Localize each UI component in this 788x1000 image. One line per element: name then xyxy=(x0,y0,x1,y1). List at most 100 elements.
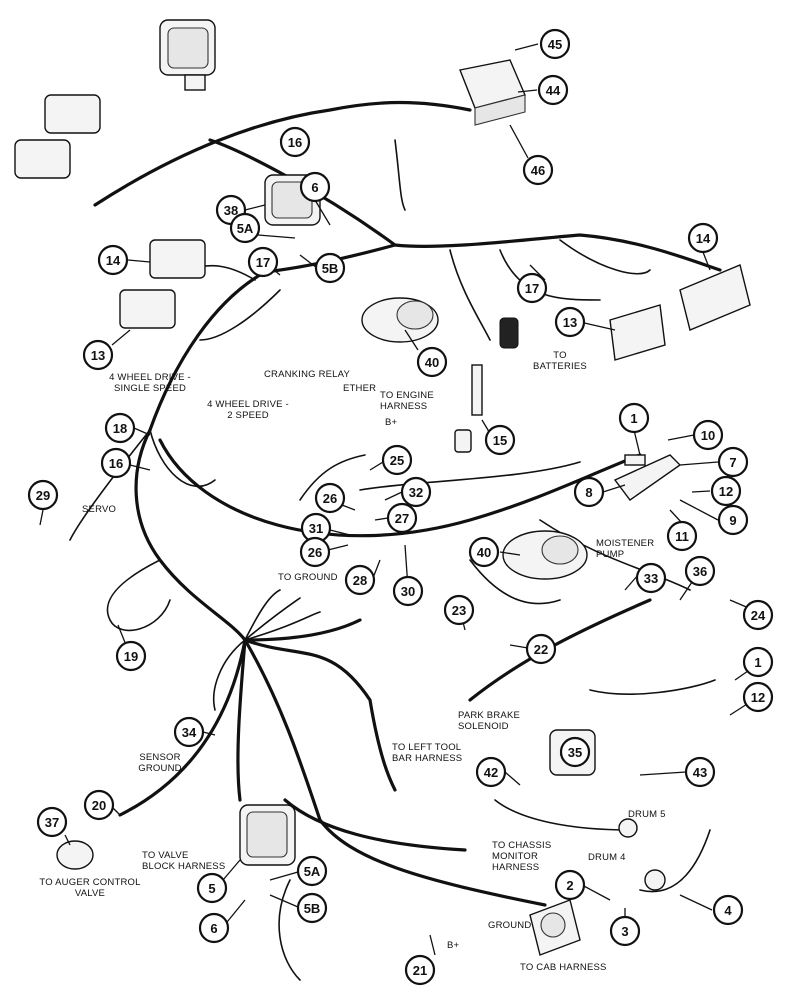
label-line: CRANKING RELAY xyxy=(264,369,350,380)
callout-number: 11 xyxy=(675,529,689,544)
label-servo: SERVO xyxy=(82,504,116,515)
callout-number: 5A xyxy=(237,221,254,236)
callout-9: 9 xyxy=(717,504,749,536)
callout-circle xyxy=(522,154,554,186)
lamp-14-left xyxy=(149,239,206,279)
label-line: TO AUGER CONTROL xyxy=(39,877,140,888)
callout-44: 44 xyxy=(537,74,569,106)
callout-6: 6 xyxy=(198,912,230,944)
label-line: TO VALVE xyxy=(142,850,188,861)
callout-5: 5 xyxy=(196,872,228,904)
label-line: TO LEFT TOOL xyxy=(392,742,461,753)
callout-circle xyxy=(314,252,346,284)
auger-connector xyxy=(56,840,94,870)
callout-circle xyxy=(97,244,129,276)
callout-number: 40 xyxy=(477,545,491,560)
label-line: HARNESS xyxy=(492,862,539,873)
callout-5b: 5B xyxy=(314,252,346,284)
callout-number: 26 xyxy=(308,545,322,560)
callout-circle xyxy=(710,475,742,507)
callout-18: 18 xyxy=(104,412,136,444)
callout-circle xyxy=(525,633,557,665)
callout-15: 15 xyxy=(484,424,516,456)
callout-number: 4 xyxy=(724,903,732,918)
label-line: TO GROUND xyxy=(278,572,338,583)
label-cranking-relay: CRANKING RELAY xyxy=(264,369,350,380)
callout-number: 44 xyxy=(546,83,561,98)
lamp-14-right xyxy=(679,264,751,331)
callout-circle xyxy=(684,555,716,587)
callout-27: 27 xyxy=(386,502,418,534)
callout-circle xyxy=(443,594,475,626)
label-b-plus-top: B+ xyxy=(385,417,398,428)
work-lamp-bottom xyxy=(239,804,296,866)
callout-number: 5B xyxy=(304,901,321,916)
callout-45: 45 xyxy=(539,28,571,60)
label-line: TO ENGINE xyxy=(380,390,434,401)
callout-circle xyxy=(83,789,115,821)
callout-17: 17 xyxy=(247,246,279,278)
label-line: BAR HARNESS xyxy=(392,753,462,764)
label-to-cab: TO CAB HARNESS xyxy=(520,962,607,973)
callout-number: 8 xyxy=(585,485,592,500)
callout-number: 16 xyxy=(288,135,302,150)
callout-circle xyxy=(554,306,586,338)
callout-circle xyxy=(296,855,328,887)
callout-number: 12 xyxy=(751,690,765,705)
callout-number: 28 xyxy=(353,573,367,588)
callout-number: 22 xyxy=(534,642,548,657)
callout-circle xyxy=(416,346,448,378)
callout-circle xyxy=(475,756,507,788)
callout-12: 12 xyxy=(742,681,774,713)
label-four-wd-single: 4 WHEEL DRIVE -SINGLE SPEED xyxy=(109,372,191,394)
callout-20: 20 xyxy=(83,789,115,821)
callout-31: 31 xyxy=(300,512,332,544)
callout-circle xyxy=(299,171,331,203)
callout-circle xyxy=(198,912,230,944)
label-line: MOISTENER xyxy=(596,538,654,549)
label-line: SERVO xyxy=(82,504,116,515)
callout-25: 25 xyxy=(381,444,413,476)
callout-circle xyxy=(712,894,744,926)
callout-number: 25 xyxy=(390,453,404,468)
callout-number: 38 xyxy=(224,203,238,218)
callout-number: 46 xyxy=(531,163,545,178)
callout-circle xyxy=(229,212,261,244)
callout-number: 27 xyxy=(395,511,409,526)
callout-number: 21 xyxy=(413,963,427,978)
callout-circle xyxy=(115,640,147,672)
callout-number: 23 xyxy=(452,603,466,618)
label-drum4: DRUM 4 xyxy=(588,852,626,863)
callout-24: 24 xyxy=(742,599,774,631)
callout-circle xyxy=(296,892,328,924)
callout-circle xyxy=(742,681,774,713)
motor-top xyxy=(361,297,439,343)
callout-26: 26 xyxy=(299,536,331,568)
moistener-pump xyxy=(502,530,588,580)
label-line: GROUND xyxy=(138,763,181,774)
label-line: B+ xyxy=(447,940,460,951)
callout-circle xyxy=(27,479,59,511)
label-line: DRUM 4 xyxy=(588,852,626,863)
callout-number: 14 xyxy=(696,231,711,246)
callout-43: 43 xyxy=(684,756,716,788)
sensor-bracket xyxy=(613,454,682,501)
label-line: DRUM 5 xyxy=(628,809,666,820)
callout-1: 1 xyxy=(618,402,650,434)
callout-number: 12 xyxy=(719,484,733,499)
callout-number: 36 xyxy=(693,564,707,579)
callout-19: 19 xyxy=(115,640,147,672)
label-line: 2 SPEED xyxy=(227,410,269,421)
callout-circle xyxy=(635,562,667,594)
callout-circle xyxy=(173,716,205,748)
label-line: SENSOR xyxy=(139,752,180,763)
callout-circle xyxy=(381,444,413,476)
callout-circle xyxy=(609,915,641,947)
callout-5a: 5A xyxy=(296,855,328,887)
callout-circle xyxy=(196,872,228,904)
label-line: BATTERIES xyxy=(533,361,587,372)
